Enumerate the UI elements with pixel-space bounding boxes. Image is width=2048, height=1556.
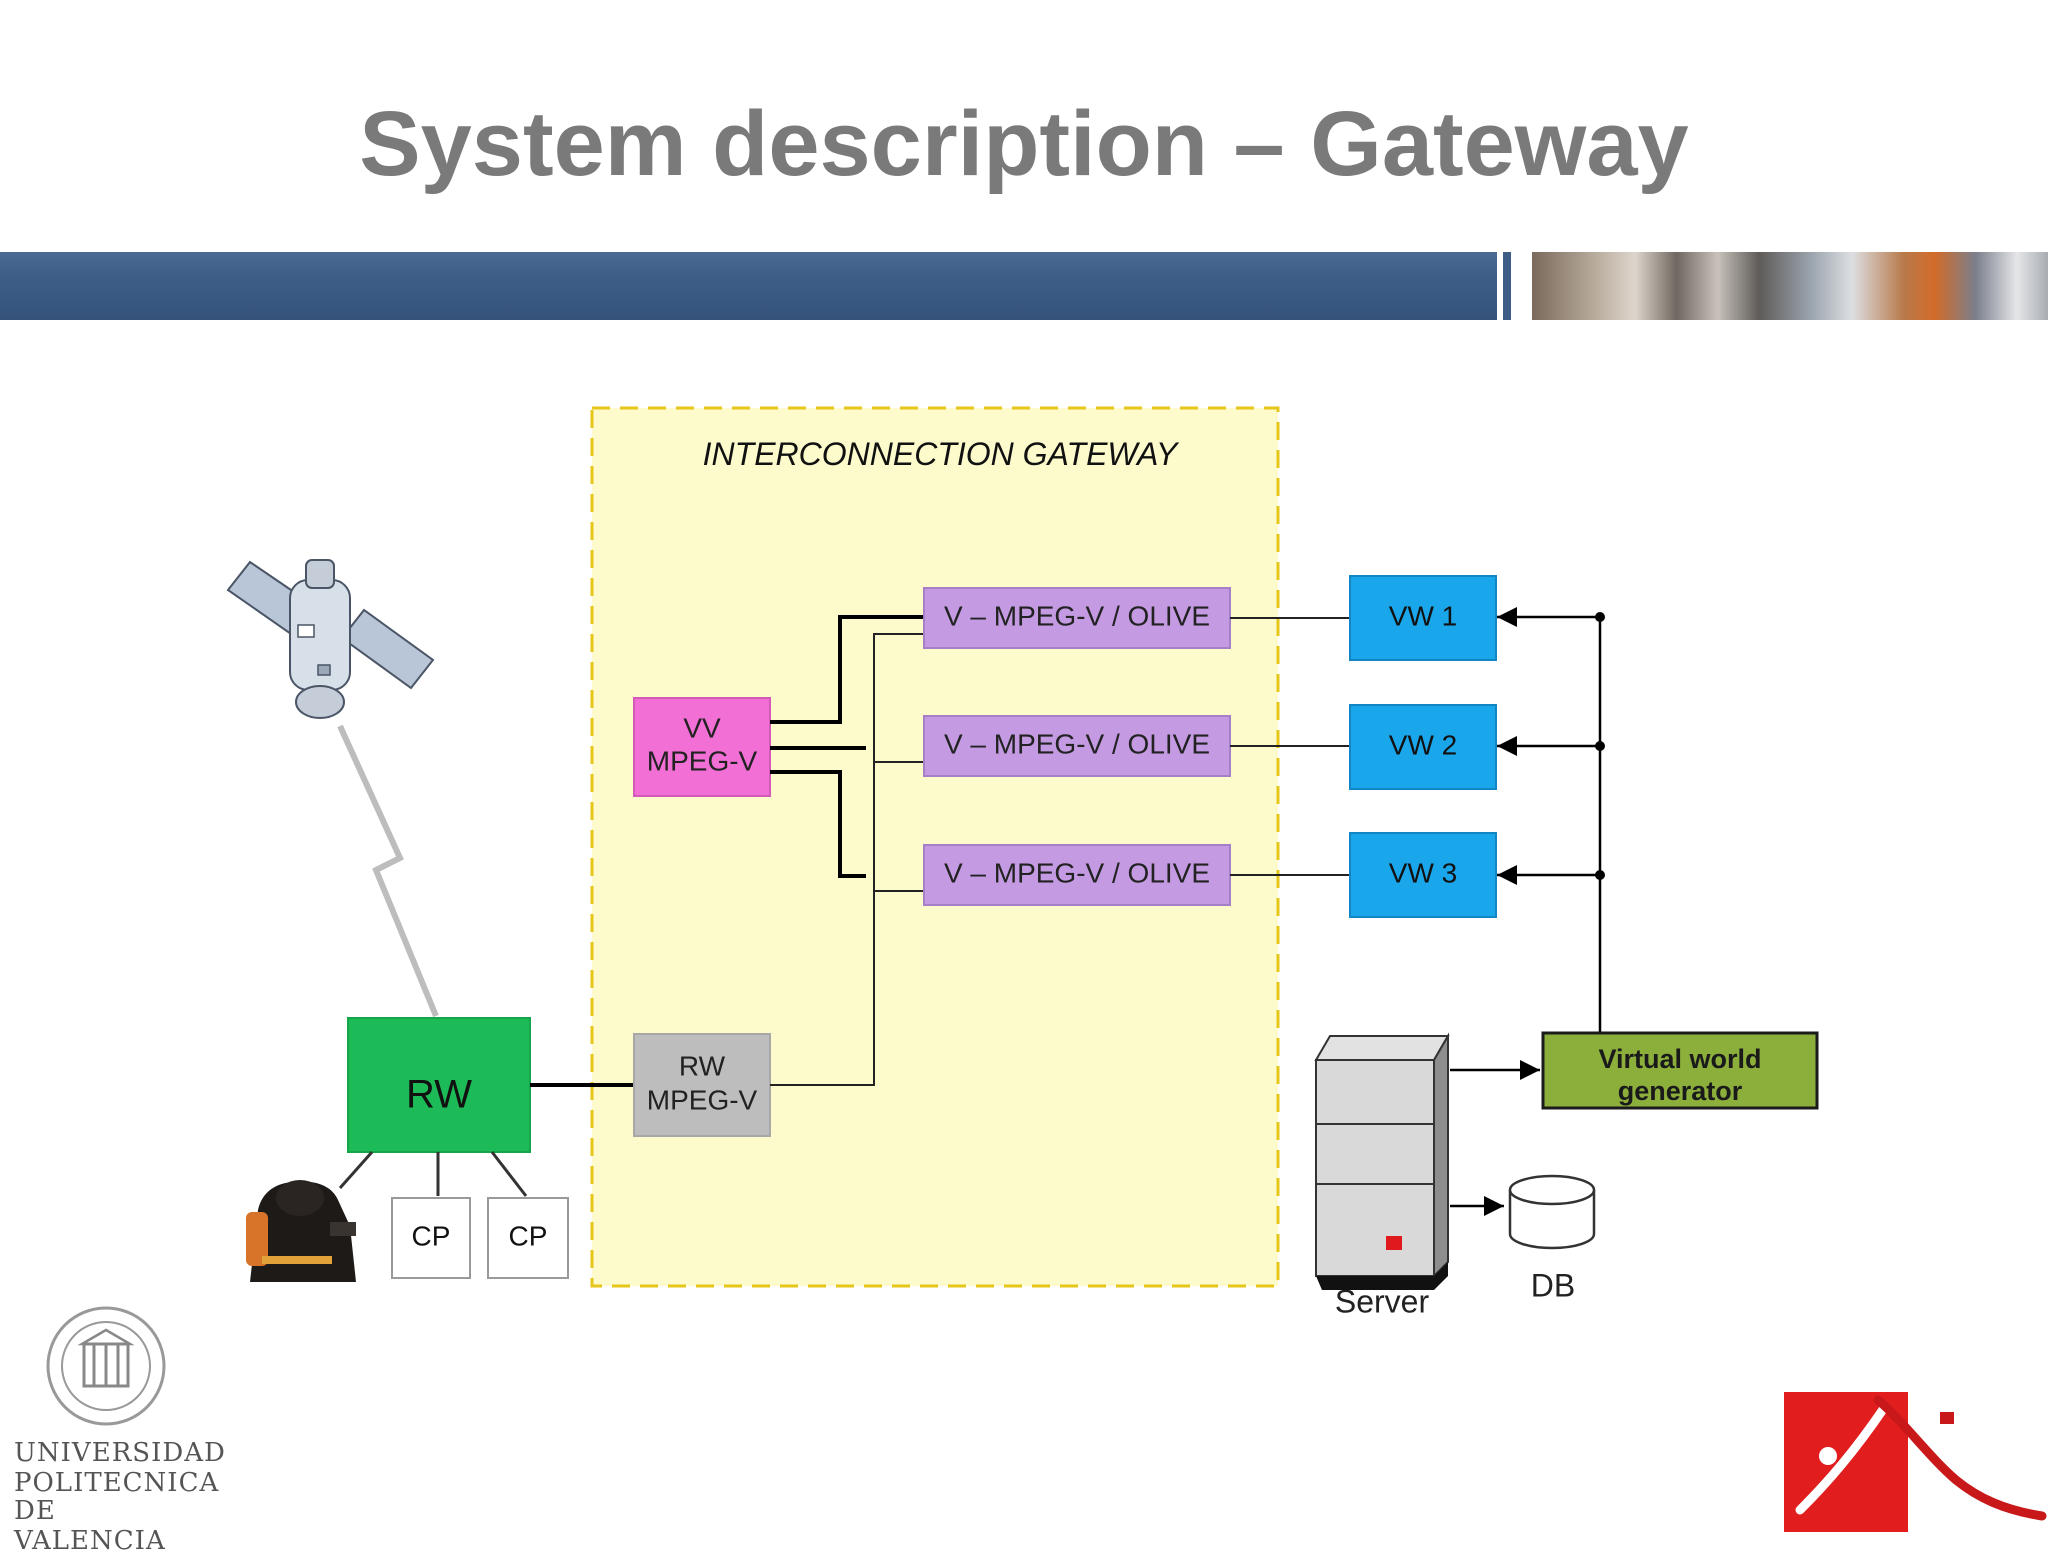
olive-box-1-label: V – MPEG-V / OLIVE: [944, 600, 1210, 631]
header-band: [0, 252, 1497, 320]
generator-label-2: generator: [1618, 1076, 1743, 1106]
university-name-line-1: UNIVERSIDAD: [14, 1438, 226, 1468]
olive-box-2: [923, 715, 1231, 777]
rw-mpegv-bus: [770, 633, 924, 1086]
server-icon: [1314, 1032, 1450, 1290]
olive-box-2-label: V – MPEG-V / OLIVE: [944, 728, 1210, 759]
rw-box-label: RW: [406, 1073, 472, 1117]
satellite-icon: [226, 559, 435, 719]
cp-box-2: [487, 1197, 569, 1279]
rw-mpegv-label-2: MPEG-V: [647, 1084, 758, 1115]
vw-box-2-label: VW 2: [1389, 729, 1457, 760]
db-label: DB: [1531, 1267, 1575, 1303]
wireless-link-icon: [337, 724, 439, 1018]
vv-mpegv-bus: [770, 615, 924, 878]
vw-box-1-label: VW 1: [1389, 600, 1457, 631]
generator-label-1: Virtual world: [1598, 1044, 1761, 1074]
vv-mpegv-label-2: MPEG-V: [647, 745, 758, 776]
olive-box-1: [923, 587, 1231, 649]
vw-box-1: [1349, 575, 1497, 661]
gateway-title: INTERCONNECTION GATEWAY: [703, 436, 1180, 472]
vw-box-3-label: VW 3: [1389, 857, 1457, 888]
vv-mpegv-label-1: VV: [683, 712, 721, 743]
slide-title: System description – Gateway: [359, 93, 1689, 195]
vv-mpegv-box: [633, 697, 771, 797]
cp-box-1: [391, 1197, 471, 1279]
bus-junction-1: [1595, 612, 1605, 622]
generator-feedback-bus: [1497, 607, 1602, 1033]
rw-cp2-link: [490, 1151, 528, 1197]
olive-box-3: [923, 844, 1231, 906]
cp-box-1-label: CP: [412, 1220, 451, 1251]
server-label: Server: [1335, 1283, 1430, 1319]
bus-junction-2: [1595, 741, 1605, 751]
header-photo-strip: [1532, 252, 2048, 320]
rw-firefighter-link: [338, 1151, 374, 1189]
firefighter-icon: [246, 1180, 356, 1282]
cp-box-2-label: CP: [509, 1220, 548, 1251]
virtual-world-generator-box: [1541, 1031, 1819, 1110]
olive-box-3-label: V – MPEG-V / OLIVE: [944, 857, 1210, 888]
university-seal-logo: [46, 1306, 166, 1426]
vw-box-3: [1349, 832, 1497, 918]
rw-mpegv-label-1: RW: [679, 1050, 726, 1081]
header-band-separator: [1503, 252, 1511, 320]
university-name-line-2: POLITECNICA: [14, 1468, 220, 1498]
database-icon: [1508, 1174, 1596, 1250]
vw-box-2: [1349, 704, 1497, 790]
bus-junction-3: [1595, 870, 1605, 880]
research-group-logo: [1784, 1392, 2047, 1532]
university-name-line-3: DE VALENCIA: [14, 1496, 166, 1556]
